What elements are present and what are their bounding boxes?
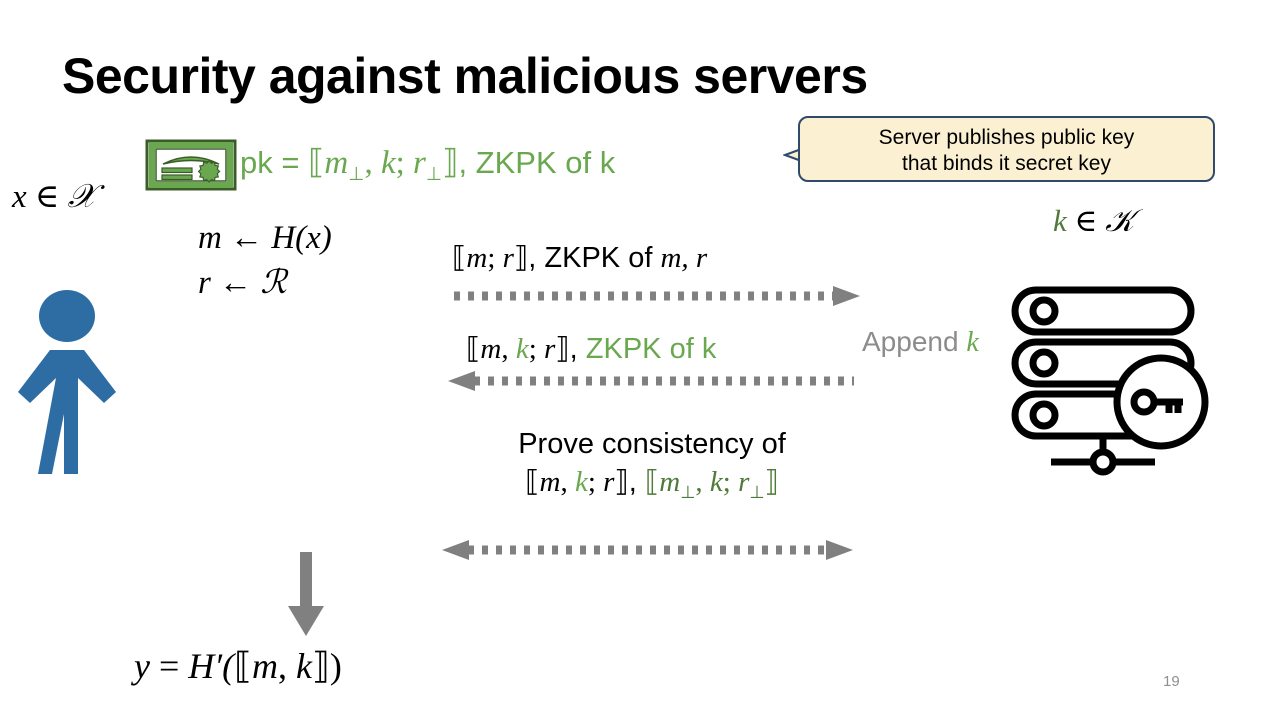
- zkpk-of-k-label: ZKPK of k: [585, 333, 717, 365]
- message-3-arrow-bidirectional: [442, 540, 853, 560]
- client-output-formula: y = H′(⟦m, k⟧): [134, 645, 342, 687]
- separator-semicolon: ;: [528, 333, 544, 365]
- x-symbol: x: [12, 179, 27, 215]
- comma-separator: ,: [628, 466, 645, 499]
- m-symbol: m: [466, 242, 488, 274]
- client-local-computation: m ← H(x) r ← ℛ: [198, 216, 332, 306]
- pk-prefix: pk =: [240, 145, 309, 180]
- zkpk-of-k-label: ZKPK of k: [475, 145, 616, 180]
- commitment-open-bracket: ⟦: [644, 466, 660, 499]
- append-key-annotation: Append k: [862, 326, 979, 359]
- commitment-open-bracket: ⟦: [308, 145, 325, 181]
- person-icon: [12, 288, 122, 478]
- m-symbol: m: [539, 466, 561, 499]
- commitment-open-bracket: ⟦: [452, 242, 467, 274]
- k-symbol: k: [380, 145, 396, 181]
- k-symbol: k: [515, 333, 529, 365]
- comma-separator: ,: [560, 466, 575, 499]
- message-3-label: Prove consistency of ⟦m, k; r⟧, ⟦m⊥, k; …: [448, 425, 856, 504]
- commitment-open-bracket: ⟦: [466, 333, 481, 365]
- hash-of-x: H(x): [271, 220, 332, 256]
- commitment-close-bracket: ⟧: [555, 333, 570, 365]
- commitment-close-bracket: ⟧: [311, 646, 330, 686]
- k-symbol: k: [574, 466, 588, 499]
- compute-r-line: r ← ℛ: [198, 261, 332, 306]
- page-number: 19: [1163, 673, 1180, 690]
- r-bot-symbol: r: [413, 145, 426, 181]
- r-bot-symbol: r: [738, 466, 750, 499]
- script-K-symbol: 𝒦: [1105, 203, 1135, 238]
- element-of-symbol: ∈: [26, 179, 68, 215]
- commitment-close-bracket: ⟧: [513, 242, 529, 274]
- callout-line-2: that binds it secret key: [902, 152, 1111, 176]
- k-symbol: k: [1053, 203, 1067, 238]
- comma-separator: ,: [278, 646, 296, 686]
- assign-arrow-icon: ←: [221, 220, 272, 256]
- commitment-open-bracket: ⟦: [234, 646, 252, 686]
- server-key-icon: [1003, 280, 1227, 480]
- element-of-symbol: ∈: [1066, 203, 1106, 238]
- consistency-commitments: ⟦m, k; r⟧, ⟦m⊥, k; r⊥⟧: [448, 463, 856, 504]
- script-R-symbol: ℛ: [260, 264, 287, 301]
- message-2-arrow-left: [448, 371, 854, 391]
- comma-separator: ,: [501, 333, 516, 365]
- zkpk-witnesses: m, r: [660, 242, 708, 274]
- separator-semicolon: ;: [487, 242, 503, 274]
- prove-consistency-text: Prove consistency of: [518, 428, 786, 460]
- m-bot-subscript: ⊥: [680, 482, 696, 503]
- separator-semicolon: ;: [587, 466, 604, 499]
- pk-comma-2: ,: [458, 145, 476, 180]
- zkpk-label: , ZKPK of: [528, 242, 661, 274]
- r-bot-subscript: ⊥: [425, 163, 443, 185]
- script-X-symbol: 𝒳: [67, 179, 96, 215]
- client-input-domain: x ∈ 𝒳: [12, 176, 96, 216]
- message-2-label: ⟦m, k; r⟧, ZKPK of k: [466, 331, 716, 366]
- r-symbol: r: [603, 466, 615, 499]
- r-symbol: r: [502, 242, 514, 274]
- y-symbol: y: [134, 646, 150, 686]
- m-symbol: m: [198, 220, 222, 256]
- message-1-arrow-right: [454, 286, 860, 306]
- assign-arrow-icon: ←: [210, 264, 261, 301]
- separator-semicolon: ;: [722, 466, 739, 499]
- output-down-arrow-icon: [288, 552, 324, 636]
- callout-text-box: Server publishes public key that binds i…: [798, 116, 1215, 182]
- m-symbol: m: [252, 646, 278, 686]
- compute-m-line: m ← H(x): [198, 216, 332, 261]
- m-bot-symbol: m: [659, 466, 681, 499]
- callout-line-1: Server publishes public key: [878, 126, 1135, 149]
- equals-symbol: =: [149, 646, 189, 686]
- comma-separator: ,: [569, 333, 586, 365]
- certificate-icon: [145, 139, 237, 191]
- m-bot-symbol: m: [324, 145, 349, 181]
- m-bot-subscript: ⊥: [348, 163, 365, 185]
- pk-semicolon: ;: [395, 145, 414, 181]
- message-1-label: ⟦m; r⟧, ZKPK of m, r: [452, 240, 707, 275]
- public-key-statement: pk = ⟦m⊥, k; r⊥⟧, ZKPK of k: [240, 142, 615, 185]
- callout-bubble: Server publishes public key that binds i…: [783, 116, 1215, 182]
- hash-prime-symbol: H′(: [188, 646, 235, 686]
- page-title: Security against malicious servers: [62, 48, 868, 104]
- k-symbol: k: [296, 646, 312, 686]
- close-paren: ): [329, 646, 342, 686]
- commitment-close-bracket: ⟧: [614, 466, 629, 499]
- k-symbol: k: [709, 466, 723, 499]
- commitment-close-bracket: ⟧: [764, 466, 779, 499]
- commitment-close-bracket: ⟧: [442, 145, 459, 181]
- append-text: Append: [862, 326, 959, 357]
- commitment-open-bracket: ⟦: [525, 466, 540, 499]
- r-symbol: r: [544, 333, 556, 365]
- r-bot-subscript: ⊥: [749, 482, 765, 503]
- pk-comma-1: ,: [364, 145, 381, 181]
- k-symbol: k: [966, 327, 979, 358]
- r-symbol: r: [198, 264, 211, 301]
- server-key-domain: k ∈ 𝒦: [1053, 203, 1134, 240]
- comma-separator: ,: [695, 466, 710, 499]
- m-symbol: m: [480, 333, 502, 365]
